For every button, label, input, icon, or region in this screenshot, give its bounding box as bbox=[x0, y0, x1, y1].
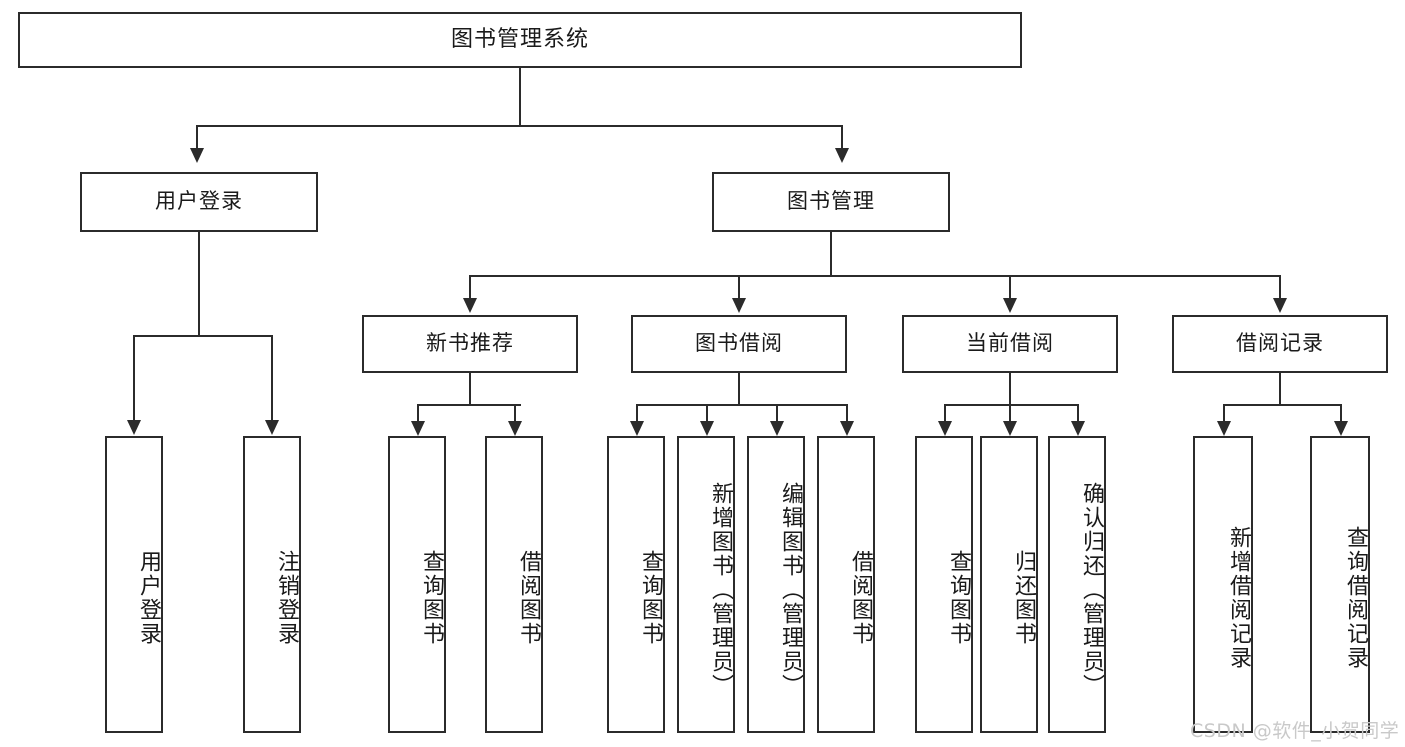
connector-current-borrow-stem bbox=[1009, 373, 1011, 405]
connector-leaf-link bbox=[636, 404, 638, 422]
leaf-query-book[interactable]: 查询图书 bbox=[607, 436, 665, 733]
node-user-login[interactable]: 用户登录 bbox=[80, 172, 318, 232]
connector-new-book-recommend-bus bbox=[417, 404, 521, 406]
leaf-confirm-return-admin[interactable]: 确认归还（管理员） bbox=[1048, 436, 1106, 733]
leaf-logout[interactable]: 注销登录 bbox=[243, 436, 301, 733]
arrow-down-icon bbox=[508, 421, 522, 436]
connector-user-login-bus bbox=[133, 335, 273, 337]
connector-leaf-link bbox=[1223, 404, 1225, 422]
leaf-add-borrow-record[interactable]: 新增借阅记录 bbox=[1193, 436, 1253, 733]
connector-borrow-record-stem bbox=[1279, 373, 1281, 405]
arrow-down-icon bbox=[1217, 421, 1231, 436]
connector-leaf-link bbox=[1009, 404, 1011, 422]
connector-leaf-link bbox=[706, 404, 708, 422]
arrow-down-icon bbox=[1003, 421, 1017, 436]
arrow-down-icon bbox=[835, 148, 849, 163]
arrow-down-icon bbox=[700, 421, 714, 436]
leaf-query-book-current[interactable]: 查询图书 bbox=[915, 436, 973, 733]
arrow-down-icon bbox=[190, 148, 204, 163]
connector-leaf-link bbox=[1077, 404, 1079, 422]
connector-to-new-book-recommend bbox=[469, 275, 471, 299]
arrow-down-icon bbox=[463, 298, 477, 313]
connector-root-to-user-login bbox=[196, 125, 198, 149]
watermark-text: CSDN @软件_小贺同学 bbox=[1190, 720, 1400, 742]
connector-leaf-link bbox=[1340, 404, 1342, 422]
leaf-borrow-book-recommend[interactable]: 借阅图书 bbox=[485, 436, 543, 733]
arrow-down-icon bbox=[938, 421, 952, 436]
leaf-add-book-admin[interactable]: 新增图书（管理员） bbox=[677, 436, 735, 733]
connector-book-management-stem bbox=[830, 232, 832, 276]
connector-leaf-link bbox=[776, 404, 778, 422]
node-current-borrow[interactable]: 当前借阅 bbox=[902, 315, 1118, 373]
connector-book-borrow-bus bbox=[636, 404, 847, 406]
connector-root-stem bbox=[519, 68, 521, 126]
arrow-down-icon bbox=[770, 421, 784, 436]
node-root-book-management-system[interactable]: 图书管理系统 bbox=[18, 12, 1022, 68]
arrow-down-icon bbox=[840, 421, 854, 436]
connector-to-current-borrow bbox=[1009, 275, 1011, 299]
leaf-return-book[interactable]: 归还图书 bbox=[980, 436, 1038, 733]
connector-new-book-recommend-stem bbox=[469, 373, 471, 405]
arrow-down-icon bbox=[411, 421, 425, 436]
arrow-down-icon bbox=[127, 420, 141, 435]
connector-leaf-link bbox=[944, 404, 946, 422]
connector-leaf-link bbox=[846, 404, 848, 422]
arrow-down-icon bbox=[1071, 421, 1085, 436]
arrow-down-icon bbox=[732, 298, 746, 313]
connector-leaf-link bbox=[417, 404, 419, 422]
arrow-down-icon bbox=[1003, 298, 1017, 313]
connector-leaf-link bbox=[514, 404, 516, 422]
node-borrow-record[interactable]: 借阅记录 bbox=[1172, 315, 1388, 373]
node-new-book-recommend[interactable]: 新书推荐 bbox=[362, 315, 578, 373]
connector-to-leaf-logout bbox=[271, 335, 273, 421]
arrow-down-icon bbox=[630, 421, 644, 436]
arrow-down-icon bbox=[1273, 298, 1287, 313]
connector-root-to-book-management bbox=[841, 125, 843, 149]
connector-book-borrow-stem bbox=[738, 373, 740, 405]
leaf-query-borrow-record[interactable]: 查询借阅记录 bbox=[1310, 436, 1370, 733]
leaf-query-book-recommend[interactable]: 查询图书 bbox=[388, 436, 446, 733]
leaf-borrow-book[interactable]: 借阅图书 bbox=[817, 436, 875, 733]
arrow-down-icon bbox=[1334, 421, 1348, 436]
node-book-borrow[interactable]: 图书借阅 bbox=[631, 315, 847, 373]
node-book-management[interactable]: 图书管理 bbox=[712, 172, 950, 232]
connector-to-book-borrow bbox=[738, 275, 740, 299]
leaf-user-login[interactable]: 用户登录 bbox=[105, 436, 163, 733]
connector-root-bus bbox=[196, 125, 843, 127]
connector-user-login-stem bbox=[198, 232, 200, 336]
connector-borrow-record-bus bbox=[1223, 404, 1341, 406]
connector-book-management-bus bbox=[469, 275, 1281, 277]
connector-to-leaf-user-login bbox=[133, 335, 135, 421]
leaf-edit-book-admin[interactable]: 编辑图书（管理员） bbox=[747, 436, 805, 733]
arrow-down-icon bbox=[265, 420, 279, 435]
connector-to-borrow-record bbox=[1279, 275, 1281, 299]
